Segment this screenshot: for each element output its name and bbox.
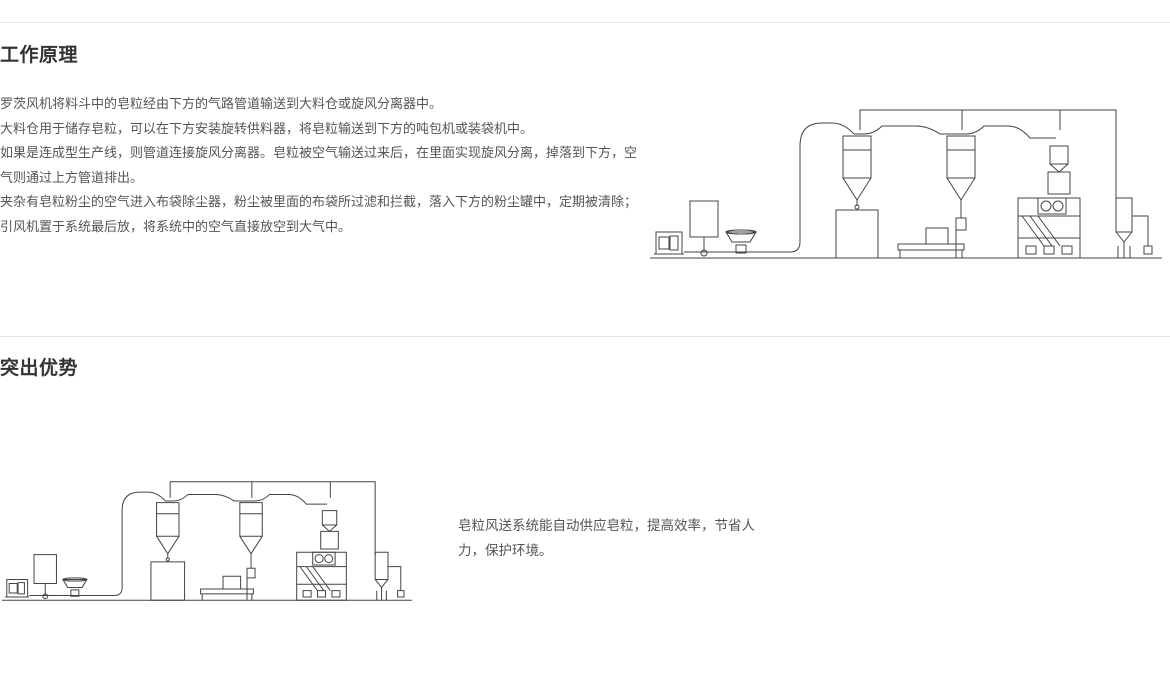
paragraph-1: 罗茨风机将料斗中的皂粒经由下方的气路管道输送到大料仓或旋风分离器中。	[0, 97, 443, 112]
paragraph-5: 引风机置于系统最后放，将系统中的空气直接放空到大气中。	[0, 219, 352, 235]
section-title-working-principle: 工作原理	[0, 44, 79, 66]
paragraph-3: 如果是连成型生产线，则管道连接旋风分离器。皂粒被空气输送过来后，在里面实现旋风分…	[0, 146, 638, 186]
conveying-system-diagram-small	[2, 481, 412, 601]
paragraph-2: 大料仓用于储存皂粒，可以在下方安装旋转供料器，将皂粒输送到下方的吨包机或装袋机中…	[0, 121, 534, 137]
section-title-advantages: 突出优势	[0, 357, 79, 379]
section-divider	[0, 336, 1170, 337]
top-divider	[0, 22, 1170, 23]
working-principle-text: 罗茨风机将料斗中的皂粒经由下方的气路管道输送到大料仓或旋风分离器中。 大料仓用于…	[0, 93, 648, 240]
paragraph-4: 夹杂有皂粒粉尘的空气进入布袋除尘器，粉尘被里面的布袋所过滤和拦截，落入下方的粉尘…	[0, 195, 638, 210]
advantages-text: 皂粒风送系统能自动供应皂粒，提高效率，节省人力，保护环境。	[458, 518, 755, 559]
conveying-system-diagram-large	[650, 106, 1162, 262]
